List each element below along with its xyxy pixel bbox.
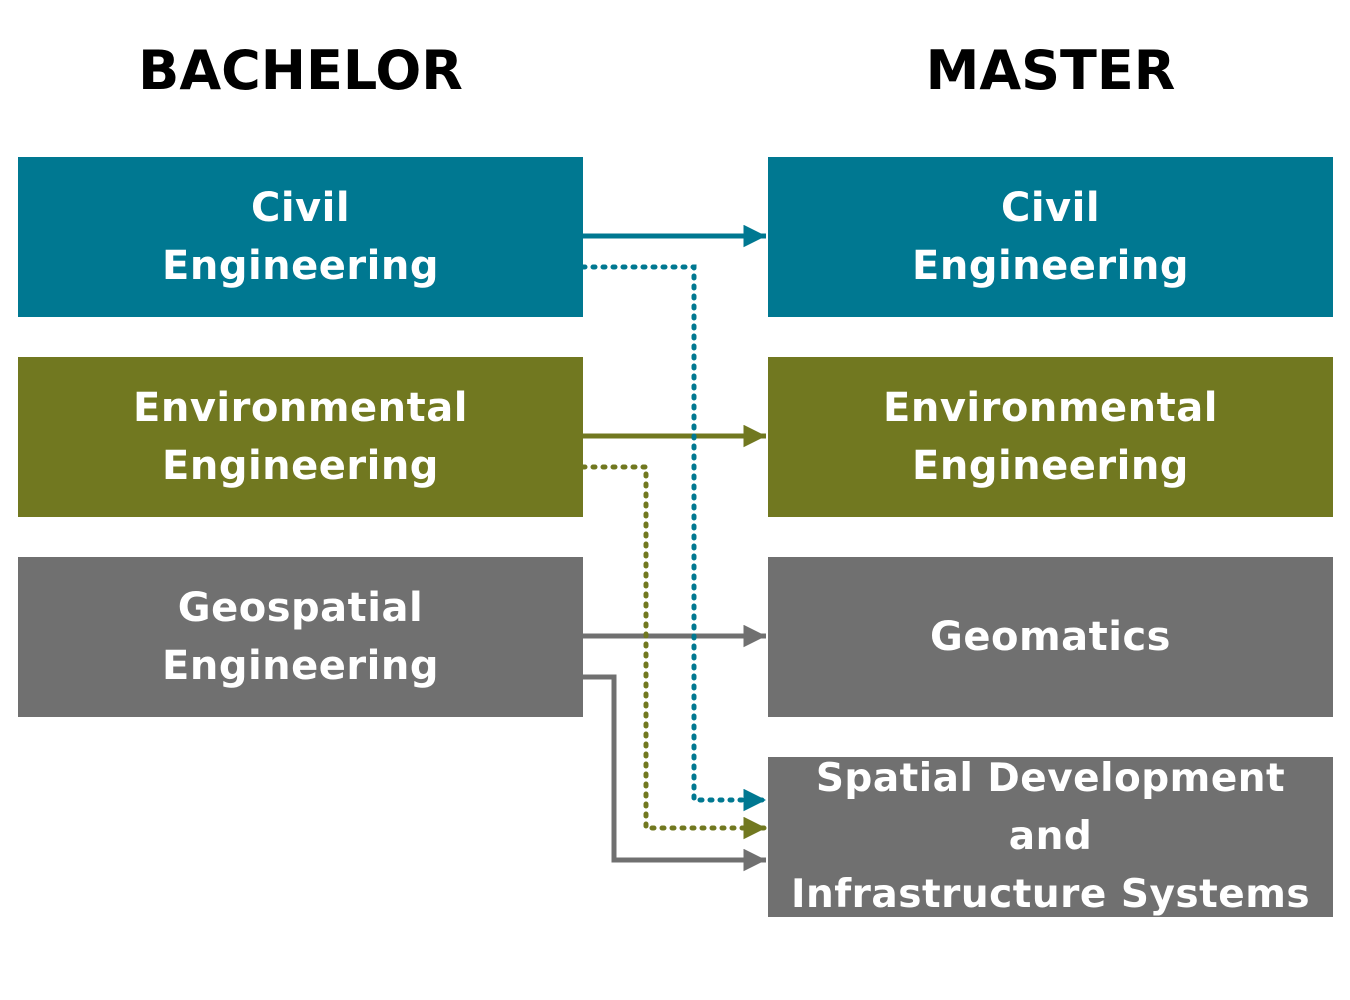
bachelor-civil-engineering-label: Civil Engineering <box>162 185 439 289</box>
master-spatial-development-box: Spatial Development and Infrastructure S… <box>768 756 1333 917</box>
bachelor-civil-engineering-box: Civil Engineering <box>18 157 583 317</box>
arrow-geospatial-to-spatial-development <box>583 674 766 872</box>
master-civil-engineering-box: Civil Engineering <box>768 157 1333 317</box>
bachelor-geospatial-engineering-label: Geospatial Engineering <box>162 585 439 689</box>
master-geomatics-box: Geomatics <box>768 557 1333 717</box>
dotted-arrow-environmental-to-spatial-development <box>580 464 769 840</box>
master-geomatics-label: Geomatics <box>930 614 1171 660</box>
dotted-arrow-civil-to-spatial-development <box>580 264 769 812</box>
bachelor-environmental-engineering-label: Environmental Engineering <box>133 385 468 489</box>
master-heading: MASTER <box>925 39 1176 102</box>
bachelor-geospatial-engineering-box: Geospatial Engineering <box>18 557 583 717</box>
bachelor-heading: BACHELOR <box>138 39 463 102</box>
master-spatial-development-label: Spatial Development and Infrastructure S… <box>790 756 1311 917</box>
master-environmental-engineering-box: Environmental Engineering <box>768 357 1333 517</box>
bachelor-environmental-engineering-box: Environmental Engineering <box>18 357 583 517</box>
master-civil-engineering-label: Civil Engineering <box>912 185 1189 289</box>
master-environmental-engineering-label: Environmental Engineering <box>883 385 1218 489</box>
